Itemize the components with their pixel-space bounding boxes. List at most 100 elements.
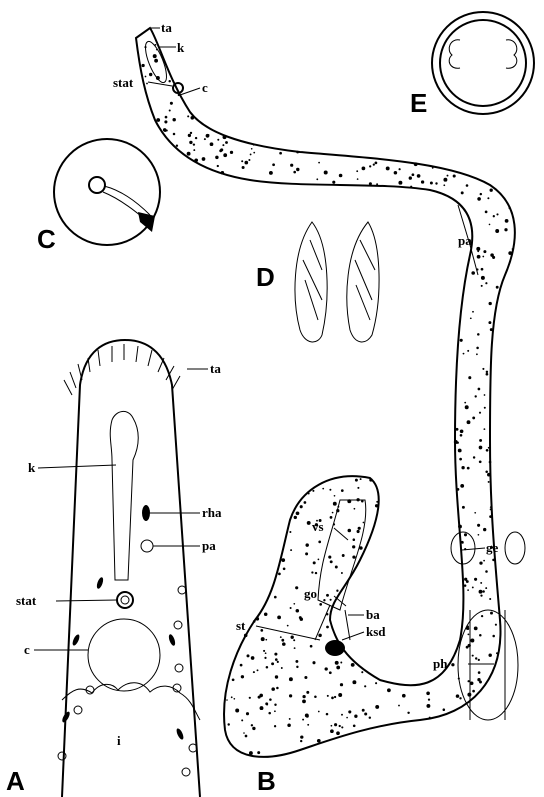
label-a-c: c bbox=[24, 642, 30, 657]
rhabdite-striation bbox=[303, 240, 375, 320]
stipple-dot bbox=[302, 700, 306, 704]
stipple-dot bbox=[253, 671, 255, 673]
stipple-dot bbox=[293, 639, 295, 641]
stipple-dot bbox=[275, 658, 278, 661]
stipple-dot bbox=[479, 590, 483, 594]
stipple-dot bbox=[281, 639, 284, 642]
stipple-dot bbox=[474, 512, 476, 514]
stipple-dot bbox=[244, 161, 248, 165]
germarium-right bbox=[505, 532, 525, 564]
stipple-dot bbox=[193, 143, 195, 145]
stipple-dot bbox=[457, 488, 460, 491]
stipple-dot bbox=[459, 697, 461, 699]
stipple-dot bbox=[265, 652, 267, 654]
stipple-dot bbox=[458, 449, 462, 453]
stipple-dot bbox=[496, 213, 498, 215]
stipple-dot bbox=[340, 683, 343, 686]
stipple-dot bbox=[478, 659, 480, 661]
stipple-dot bbox=[456, 428, 459, 431]
stipple-dot bbox=[330, 599, 332, 601]
stipple-dot bbox=[475, 395, 477, 397]
stipple-dot bbox=[481, 276, 485, 280]
stipple-dot bbox=[352, 545, 355, 548]
label-a-stat: stat bbox=[16, 593, 37, 608]
stipple-dot bbox=[253, 152, 255, 154]
stipple-dot bbox=[412, 173, 415, 176]
stipple-dot bbox=[280, 636, 282, 638]
stipple-dot bbox=[307, 724, 309, 726]
stipple-dot bbox=[487, 197, 489, 199]
stipple-dot bbox=[324, 171, 328, 175]
stipple-dot bbox=[490, 506, 492, 508]
stipple-dot bbox=[327, 695, 329, 697]
stipple-dot bbox=[268, 712, 271, 715]
stipple-dot bbox=[241, 160, 243, 162]
statocyst-outer-circle bbox=[54, 139, 160, 245]
label-a-rha: rha bbox=[202, 505, 222, 520]
stipple-dot bbox=[331, 697, 334, 700]
stipple-dot bbox=[187, 152, 191, 156]
stipple-dot bbox=[472, 655, 474, 657]
stipple-dot bbox=[483, 528, 486, 531]
stipple-dot bbox=[217, 139, 219, 141]
stipple-dot bbox=[467, 589, 469, 591]
stipple-dot bbox=[462, 506, 465, 509]
stipple-dot bbox=[277, 661, 279, 663]
stipple-dot bbox=[335, 661, 339, 665]
panel-c-statocyst bbox=[54, 139, 160, 245]
stipple-dot bbox=[369, 165, 371, 167]
stipple-dot bbox=[307, 521, 311, 525]
stipple-dot bbox=[460, 339, 463, 342]
statocyst-vesicle bbox=[89, 177, 105, 193]
stipple-dot bbox=[472, 586, 474, 588]
stipple-dot bbox=[467, 467, 470, 470]
stipple-dot bbox=[410, 186, 412, 188]
label-b-c: c bbox=[202, 80, 208, 95]
stipple-dot bbox=[295, 660, 298, 663]
stipple-dot bbox=[496, 652, 498, 654]
stipple-dot bbox=[318, 711, 320, 713]
stipple-dot bbox=[447, 175, 449, 177]
stipple-dot bbox=[341, 714, 343, 716]
stipple-dot bbox=[190, 116, 194, 120]
stipple-dot bbox=[407, 712, 409, 714]
stipple-dot bbox=[376, 501, 378, 503]
stipple-dot bbox=[168, 80, 170, 82]
stipple-dot bbox=[476, 347, 479, 350]
panel-letter-a: A bbox=[6, 766, 25, 796]
stipple-dot bbox=[227, 723, 229, 725]
stipple-dot bbox=[330, 729, 334, 733]
stipple-dot bbox=[361, 500, 364, 503]
stipple-dot bbox=[289, 531, 291, 533]
stipple-dot bbox=[312, 661, 315, 664]
stipple-dot bbox=[354, 508, 356, 510]
stipple-dot bbox=[208, 134, 210, 136]
stipple-dot bbox=[261, 637, 265, 641]
stipple-dot bbox=[305, 552, 308, 555]
stipple-dot bbox=[486, 449, 489, 452]
label-b-pa: pa bbox=[458, 233, 472, 248]
stipple-dot bbox=[479, 460, 482, 463]
stipple-dot bbox=[329, 671, 332, 674]
stipple-dot bbox=[250, 153, 252, 155]
stipple-dot bbox=[490, 328, 493, 331]
stipple-dot bbox=[357, 530, 360, 533]
parenchyma-scatter bbox=[58, 586, 197, 776]
stipple-dot bbox=[375, 705, 379, 709]
stipple-dot bbox=[495, 624, 497, 626]
rhabdite-left bbox=[295, 222, 327, 342]
stipple-dot bbox=[300, 740, 302, 742]
stipple-dot bbox=[251, 656, 255, 660]
stipple-dot bbox=[281, 558, 285, 562]
stipple-dot bbox=[512, 248, 514, 250]
stipple-dot bbox=[329, 489, 331, 491]
stipple-dot bbox=[337, 506, 339, 508]
stipple-dot bbox=[460, 484, 464, 488]
stipple-dot bbox=[363, 522, 365, 524]
stipple-dot bbox=[458, 678, 460, 680]
stipple-dot bbox=[470, 317, 472, 319]
stipple-dot bbox=[417, 174, 421, 178]
statolith bbox=[121, 596, 129, 604]
stipple-dot bbox=[477, 197, 481, 201]
